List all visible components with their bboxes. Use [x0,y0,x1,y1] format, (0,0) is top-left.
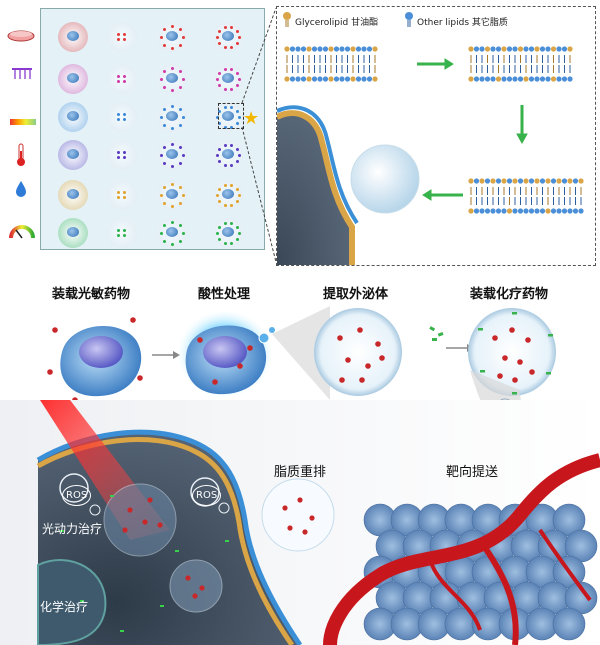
well [213,64,243,94]
dish-icon [6,28,36,54]
well [58,218,88,248]
star-icon: ★ [243,108,260,129]
label-lipid-rearrange: 脂质重排 [274,465,327,480]
arrows-down-icon [10,66,40,92]
budding-cell [277,105,420,265]
well [107,218,137,248]
legend-glycerolipid: Glycerolipid 甘油酯 [295,18,379,28]
membrane-3 [467,177,587,219]
legend-other-lipids: Other lipids 其它脂质 [417,18,508,28]
well [213,180,243,210]
well [107,180,137,210]
selected-well-box [218,103,244,129]
step-acid-treatment: 酸性处理 [198,287,251,302]
step-load-chemo: 装载化疗药物 [470,287,549,302]
well [107,64,137,94]
well [107,140,137,170]
well [213,22,243,52]
membrane-1 [283,45,383,87]
well [213,140,243,170]
well [213,218,243,248]
ros-bubble-1: ROS [62,485,92,506]
thermometer-icon [14,143,44,169]
well [58,22,88,52]
well [58,180,88,210]
label-targeted-delivery: 靶向提送 [446,465,499,480]
well [58,64,88,94]
glycerolipid-icon [283,12,291,27]
process-arrows [417,58,528,201]
well [157,218,187,248]
lipid-panel: Glycerolipid 甘油酯 Other lipids 其它脂质 [276,6,596,266]
well [157,180,187,210]
droplet-icon [14,180,44,206]
step-load-photosensitizer: 装载光敏药物 [52,287,131,302]
well [107,22,137,52]
well [157,64,187,94]
label-chemo: 化学治疗 [40,600,89,614]
well [58,102,88,132]
label-pdt: 光动力治疗 [42,522,103,536]
well-grid [0,0,270,260]
membrane-2 [467,45,577,87]
step-extract-exosome: 提取外泌体 [323,287,389,302]
zoom-connector [241,7,277,263]
color-scale-icon [10,112,40,138]
other-lipid-icon [405,12,413,27]
well [157,140,187,170]
gauge-icon [8,224,38,250]
well [107,102,137,132]
well [157,22,187,52]
well [157,102,187,132]
well [58,140,88,170]
ros-bubble-2: ROS [192,485,222,506]
therapy-scene [0,400,600,645]
